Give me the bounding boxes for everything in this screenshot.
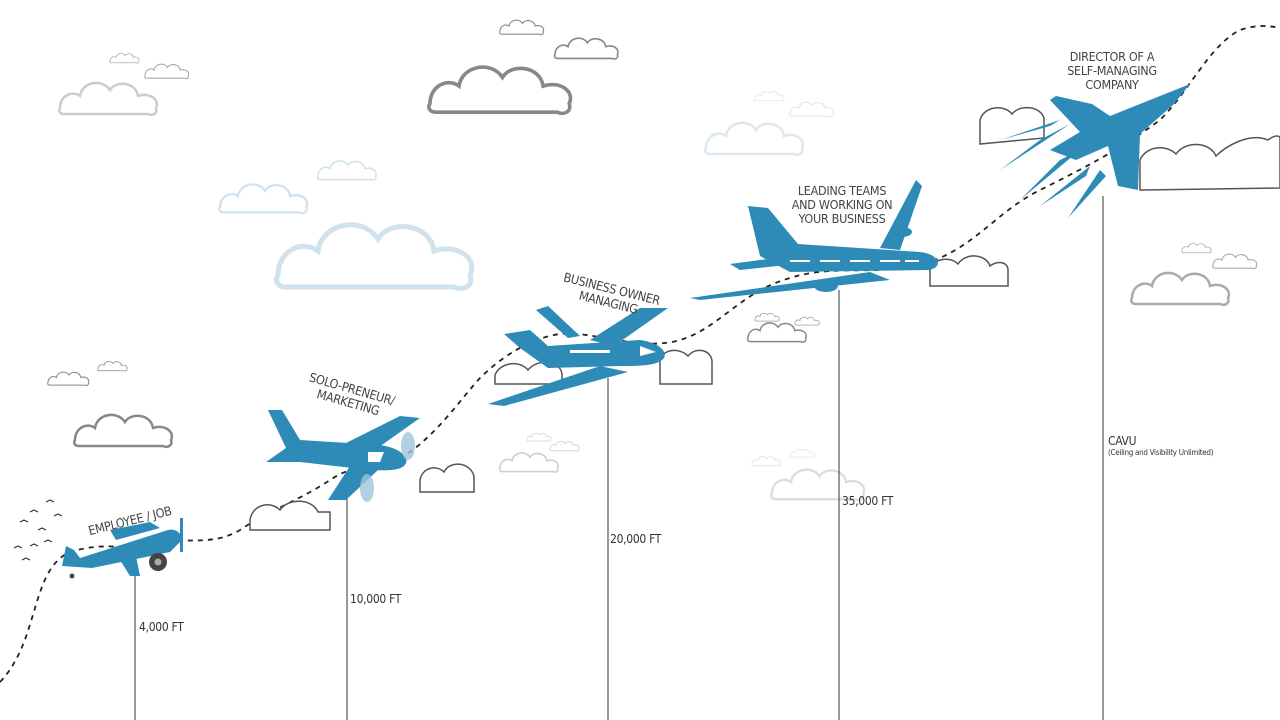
prop-plane-icon bbox=[62, 518, 183, 579]
altitude-label-20000: 20,000 FT bbox=[610, 532, 662, 546]
altitude-label-35000: 35,000 FT bbox=[842, 494, 894, 508]
stage-title-leading-teams: Leading Teams and Working on Your Busine… bbox=[791, 183, 893, 226]
altitude-lines bbox=[134, 196, 1104, 720]
fighter-jet-icon bbox=[1000, 84, 1190, 218]
airliner-icon bbox=[690, 180, 938, 300]
stage-title-director: Director of a Self-Managing Company bbox=[1067, 49, 1157, 92]
altitude-label-4000: 4,000 FT bbox=[139, 620, 184, 634]
business-jet-icon bbox=[488, 306, 668, 406]
twin-prop-plane-icon bbox=[266, 410, 420, 502]
cloud-banks bbox=[249, 106, 1280, 531]
altitude-label-cavu: CAVU (Ceiling and Visibility Unlimited) bbox=[1108, 434, 1214, 457]
altitude-cavu-note: (Ceiling and Visibility Unlimited) bbox=[1108, 448, 1214, 457]
altitude-cavu-text: CAVU bbox=[1108, 434, 1137, 448]
birds-icon bbox=[13, 499, 63, 561]
altitude-label-10000: 10,000 FT bbox=[350, 592, 402, 606]
